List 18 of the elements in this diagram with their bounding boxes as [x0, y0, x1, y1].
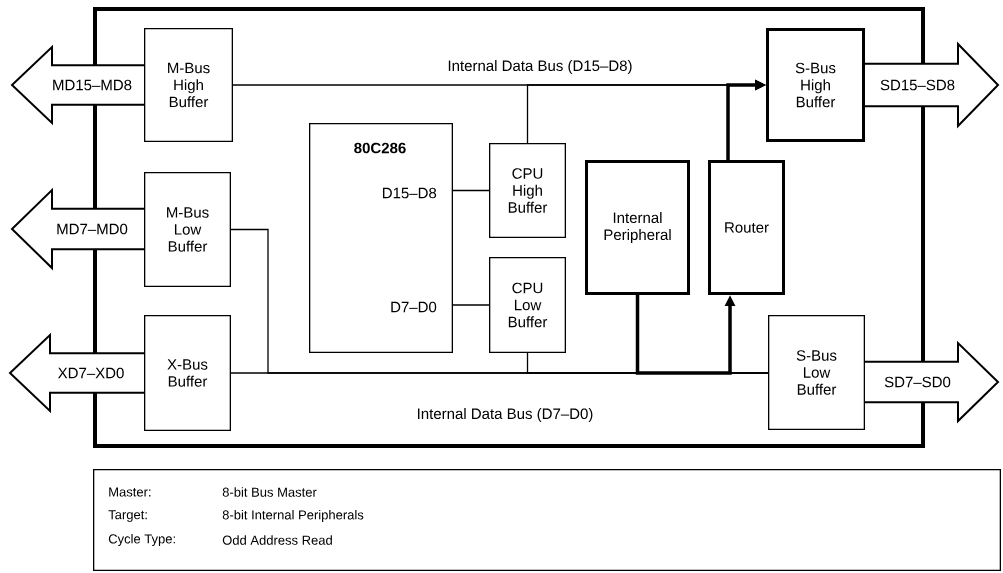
bus-line [452, 304, 490, 306]
buffer-box: Internal Peripheral [585, 160, 690, 295]
buffer-box: M-Bus Low Buffer [144, 172, 231, 287]
processor-box: 80C286 D15–D8 D7–D0 [309, 123, 453, 353]
buffer-box: S-Bus High Buffer [766, 28, 865, 142]
node-label: SD15–SD8 [880, 79, 955, 91]
bus-line [526, 352, 769, 374]
buffer-box: CPU High Buffer [489, 143, 566, 238]
buffer-box: CPU Low Buffer [489, 257, 566, 353]
buffer-box: M-Bus High Buffer [144, 28, 233, 142]
bus-line [452, 189, 490, 192]
edge-label: Internal Data Bus (D15–D8) [448, 60, 632, 74]
buffer-box: Router [708, 160, 785, 295]
edge-label: Internal Data Bus (D7–D0) [418, 408, 593, 422]
buffer-box: S-Bus Low Buffer [768, 315, 865, 430]
node-label: SD7–SD0 [884, 376, 951, 388]
buffer-box: X-Bus Buffer [144, 315, 231, 431]
cycle-table: Master: 8-bit Bus Master Target: 8-bit Internal Peripherals Cycle Type: Odd Address Read [93, 469, 1001, 571]
